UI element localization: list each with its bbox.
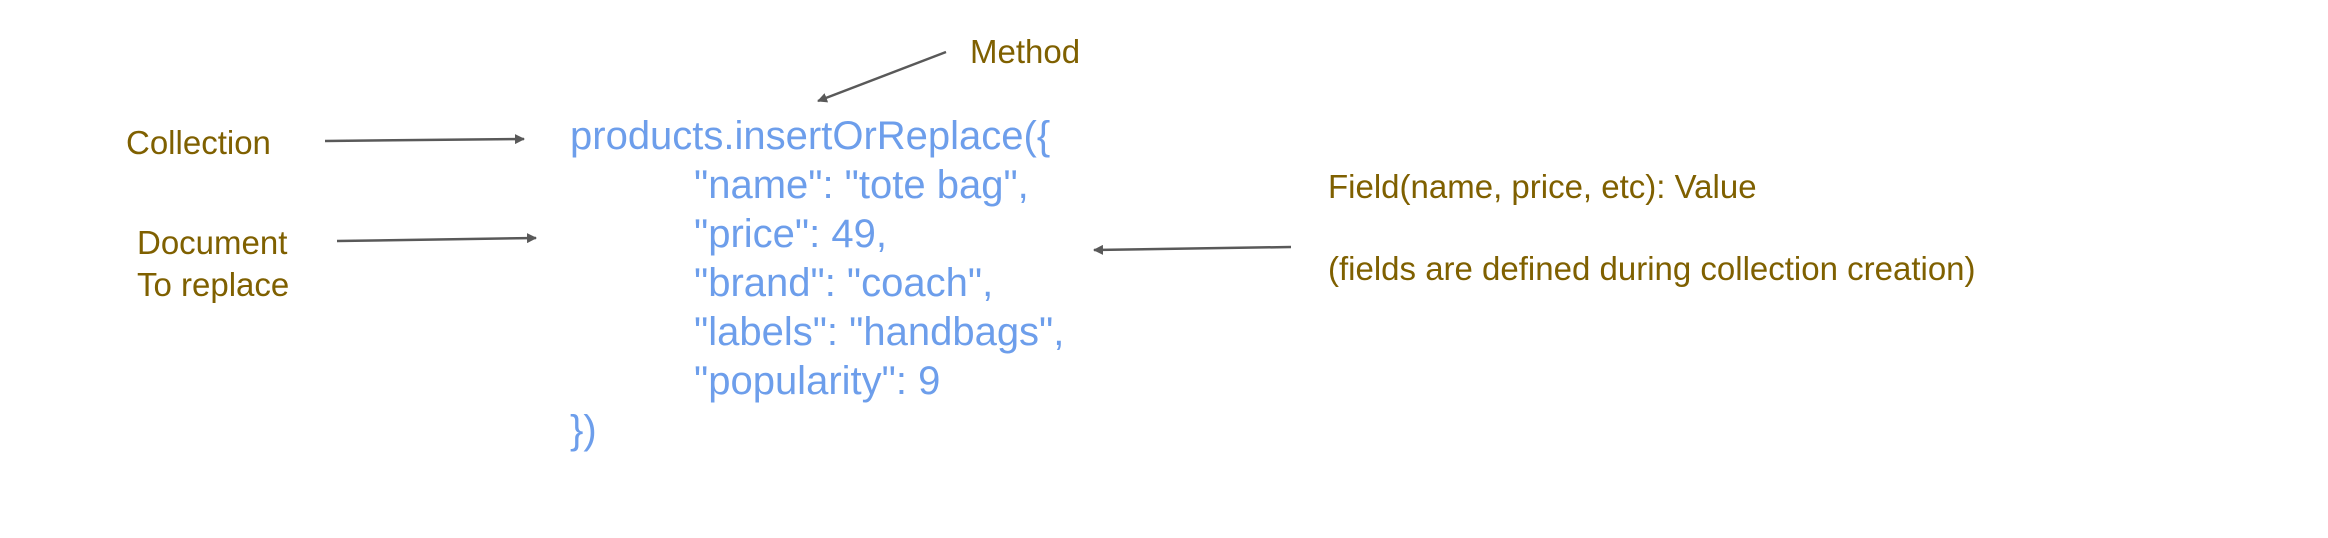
method-arrow [817, 50, 947, 103]
code-line-call: products.insertOrReplace({ [570, 114, 1051, 158]
field-value-label: Field(name, price, etc): Value [1328, 168, 1757, 205]
document-arrow [336, 233, 537, 244]
code-line-close: }) [570, 408, 597, 452]
field-arrow [1093, 244, 1292, 255]
document-label-line1: Document [137, 224, 288, 261]
method-label: Method [970, 33, 1081, 70]
code-line-name: "name": "tote bag", [694, 163, 1029, 207]
collection-label: Collection [126, 124, 271, 161]
code-line-popularity: "popularity": 9 [694, 359, 941, 403]
code-line-labels: "labels": "handbags", [694, 310, 1065, 354]
code-line-price: "price": 49, [694, 212, 887, 256]
collection-arrow [324, 134, 525, 145]
code-line-brand: "brand": "coach", [694, 261, 994, 305]
document-label-line2: To replace [137, 266, 290, 303]
fields-note-label: (fields are defined during collection cr… [1328, 250, 1976, 287]
